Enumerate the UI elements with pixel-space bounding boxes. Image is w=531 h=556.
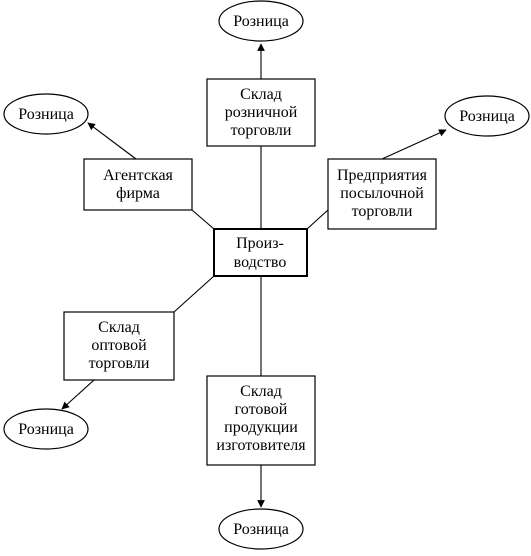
box-line: фирма	[116, 185, 160, 202]
box-line: оптовой	[91, 337, 147, 354]
production-box: Произ- водство	[213, 228, 308, 277]
edge-production-to-wholesale	[173, 275, 215, 313]
finished-goods-warehouse-box: Склад готовой продукции изготовителя	[206, 375, 316, 466]
retail-node-top: Розница	[218, 0, 304, 42]
box-line: изготовителя	[216, 437, 306, 454]
retail-label: Розница	[233, 13, 289, 30]
box-line: Предприятия	[337, 167, 428, 184]
retail-label: Розница	[18, 106, 74, 123]
retail-label: Розница	[233, 521, 289, 538]
box-line: розничной	[225, 104, 298, 121]
box-line: Склад	[240, 86, 282, 103]
edge-production-to-mail-order	[306, 209, 329, 230]
retail-warehouse-box: Склад розничной торговли	[206, 78, 316, 147]
box-line: торговли	[231, 122, 292, 139]
retail-node-upper-left: Розница	[3, 93, 89, 135]
arrow-to-retail-upper-left	[87, 122, 137, 160]
box-line: Склад	[98, 319, 140, 336]
box-line: Агентская	[103, 167, 173, 184]
box-line: готовой	[235, 401, 288, 418]
retail-node-upper-right: Розница	[444, 95, 530, 137]
box-line: продукции	[224, 419, 298, 436]
box-line: водство	[234, 254, 287, 271]
arrow-to-retail-upper-right	[381, 129, 447, 160]
box-line: Произ-	[236, 235, 284, 252]
mail-order-box: Предприятия посылочной торговли	[327, 158, 437, 230]
box-line: торговли	[352, 203, 413, 220]
edge-production-to-agency	[191, 209, 215, 230]
box-line: Склад	[240, 383, 282, 400]
retail-node-lower-left: Розница	[3, 408, 89, 450]
wholesale-warehouse-box: Склад оптовой торговли	[63, 311, 175, 381]
box-line: торговли	[89, 355, 150, 372]
arrow-to-retail-lower-left	[61, 379, 95, 410]
box-line: посылочной	[340, 185, 424, 202]
retail-node-bottom: Розница	[218, 508, 304, 550]
retail-label: Розница	[459, 108, 515, 125]
agency-box: Агентская фирма	[83, 158, 193, 211]
retail-label: Розница	[18, 421, 74, 438]
